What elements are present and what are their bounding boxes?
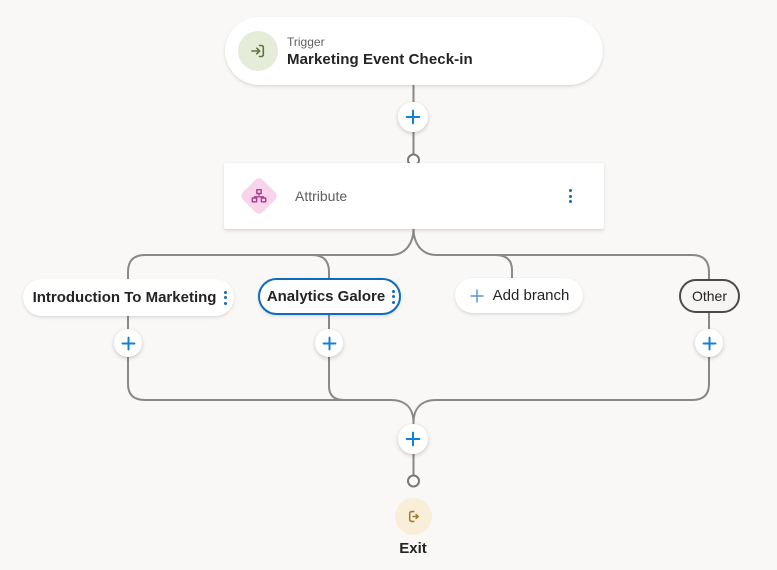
trigger-title: Marketing Event Check-in [287,50,473,68]
connector-dot-bottom [407,474,420,488]
plus-icon [322,336,336,350]
attribute-card[interactable]: Attribute [224,163,604,229]
add-step-button-branch-2[interactable] [315,329,343,357]
branch-label: Other [691,288,727,304]
kebab-menu-icon[interactable] [389,286,398,308]
attribute-title: Attribute [295,188,348,204]
add-branch-button[interactable]: Add branch [455,278,583,313]
org-chart-icon [239,176,279,216]
trigger-card[interactable]: Trigger Marketing Event Check-in [225,17,603,85]
plus-icon [405,109,421,125]
plus-icon [405,431,421,447]
plus-icon [702,336,716,350]
branch-analytics-galore[interactable]: Analytics Galore [258,278,401,315]
branch-label: Introduction To Marketing [32,289,217,306]
branch-label: Analytics Galore [266,288,386,305]
branch-other[interactable]: Other [679,279,740,313]
sign-out-icon[interactable] [395,498,432,535]
kebab-menu-icon[interactable] [221,287,230,309]
sign-in-icon [238,31,278,71]
plus-icon [469,288,484,303]
plus-icon [121,336,135,350]
add-branch-label: Add branch [492,287,570,304]
trigger-text: Trigger Marketing Event Check-in [287,35,473,68]
add-step-button-top[interactable] [398,102,428,132]
trigger-type-label: Trigger [287,34,325,49]
exit-label: Exit [399,540,427,557]
add-step-button-bottom[interactable] [398,424,428,454]
kebab-menu-icon[interactable] [566,185,575,207]
add-step-button-branch-1[interactable] [114,329,142,357]
branch-introduction-to-marketing[interactable]: Introduction To Marketing [23,279,234,316]
add-step-button-branch-other[interactable] [695,329,723,357]
